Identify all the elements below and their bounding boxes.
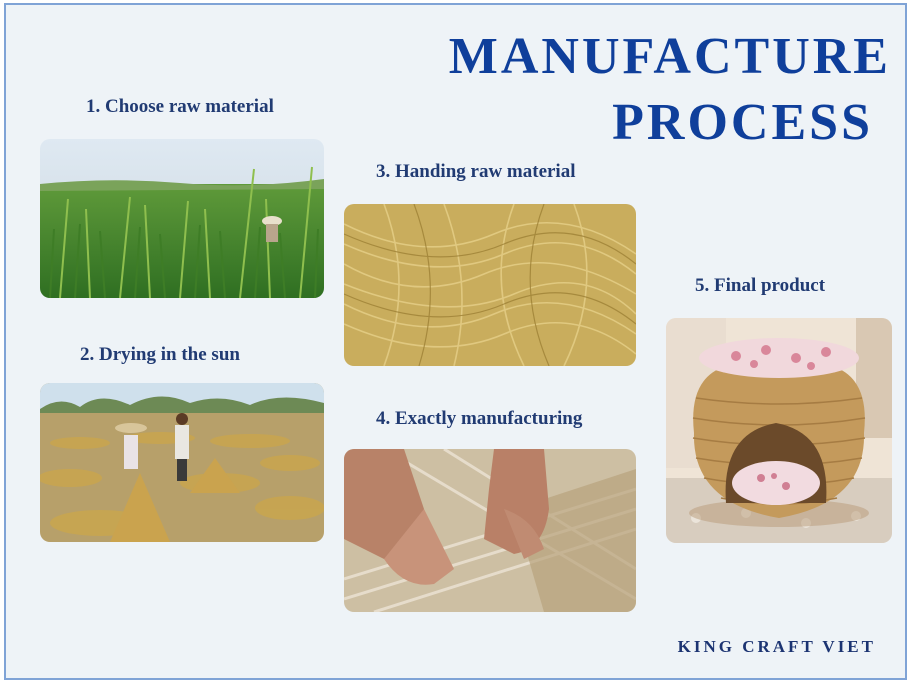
brand-name: KING CRAFT VIET: [677, 637, 876, 656]
step-2-label: 2. Drying in the sun: [80, 344, 240, 365]
wicker-pet-house-photo: [666, 318, 892, 543]
drying-rush-photo: [40, 383, 324, 542]
page-title-line-2: PROCESS: [612, 94, 873, 151]
weaving-hands-photo: [344, 449, 636, 612]
rush-field-photo: [40, 139, 324, 298]
dried-fiber-photo: [344, 204, 636, 366]
step-5-label: 5. Final product: [695, 275, 826, 296]
step-1-label: 1. Choose raw material: [86, 96, 274, 117]
step-4-label: 4. Exactly manufacturing: [376, 408, 583, 429]
step-3-label: 3. Handing raw material: [376, 161, 576, 182]
page-title-line-1: MANUFACTURE: [448, 28, 891, 85]
slide-frame: MANUFACTURE PROCESS 1. Choose raw materi…: [4, 3, 907, 680]
